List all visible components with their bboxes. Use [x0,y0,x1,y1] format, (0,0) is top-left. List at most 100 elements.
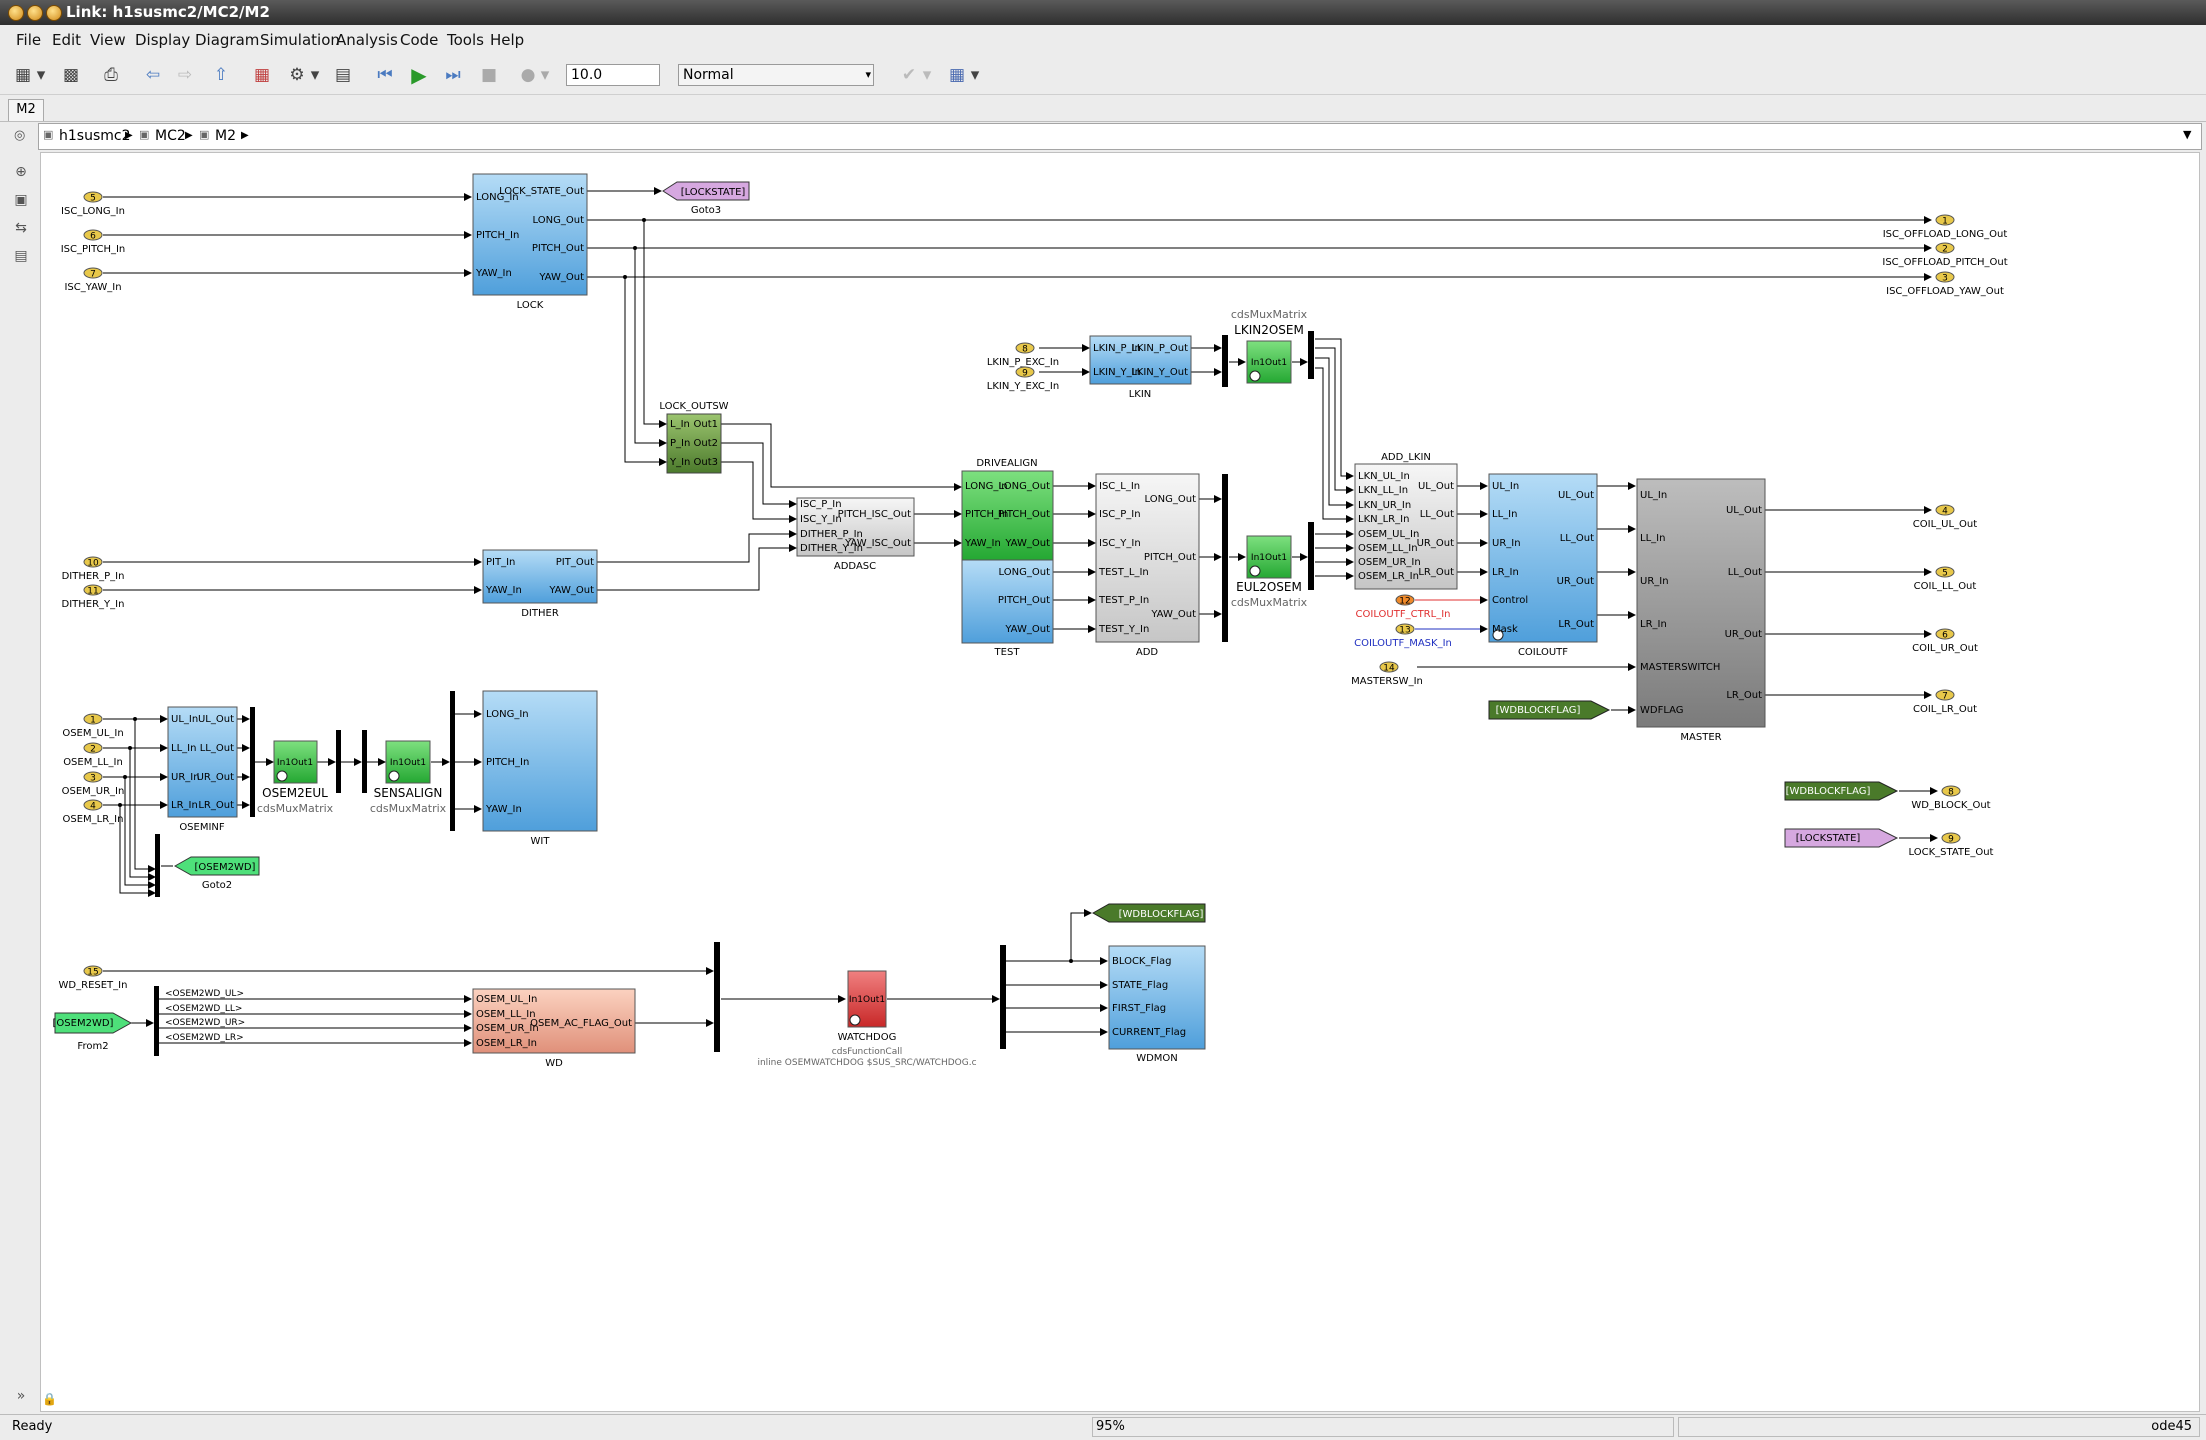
maximize-window-icon[interactable] [46,5,62,21]
menu-file[interactable]: File [16,31,42,49]
inport-7[interactable] [83,713,103,725]
inport-12[interactable] [1395,623,1415,635]
outport-1[interactable] [1935,242,1955,254]
hide-explorer-icon[interactable]: ◎ [14,128,26,143]
print-icon[interactable]: ⎙ [104,65,118,85]
inport-0[interactable] [83,191,103,203]
inport-8[interactable] [83,742,103,754]
block-wdmon[interactable] [1108,945,1206,1050]
outport-0-number: 1 [1942,217,1948,227]
menu-diagram[interactable]: Diagram [195,31,260,49]
tab-m2[interactable]: M2 [8,99,44,121]
inport-6[interactable] [83,584,103,596]
run-icon[interactable]: ▶ [411,63,427,87]
model-explorer-icon[interactable]: ▤ [334,65,352,85]
step-back-icon[interactable]: ⏮ [377,65,393,85]
inport-14[interactable] [83,965,103,977]
block-drivealign[interactable] [961,470,1054,561]
block-addasc[interactable] [796,497,915,557]
settings-gear-icon[interactable]: ⚙ [289,65,305,85]
menu-view[interactable]: View [90,31,126,49]
arrows-icon[interactable]: ⇆ [15,220,27,236]
annotation-icon[interactable]: ▤ [14,248,28,264]
stop-icon[interactable]: ■ [480,65,498,85]
wdblockflag-from-out[interactable] [1784,781,1899,801]
up-arrow-icon[interactable]: ⇧ [213,65,229,85]
chevron-down-icon[interactable]: ▾ [540,65,550,85]
save-icon[interactable]: ▩ [62,65,80,85]
new-model-icon[interactable]: ▦ [14,65,32,85]
outport-5[interactable] [1935,628,1955,640]
menu-edit[interactable]: Edit [52,31,82,49]
step-forward-icon[interactable]: ⏭ [445,65,461,85]
menu-analysis[interactable]: Analysis [336,31,398,49]
outport-8[interactable] [1941,832,1961,844]
block-wit[interactable] [482,690,598,832]
goto2-tag[interactable] [173,856,260,876]
chevron-down-icon[interactable]: ▾ [922,65,932,85]
block-add[interactable] [1095,473,1200,643]
block-coiloutf[interactable] [1488,473,1598,643]
outport-7[interactable] [1941,785,1961,797]
outport-2[interactable] [1935,271,1955,283]
zoom-icon[interactable]: ⊕ [15,164,27,180]
close-window-icon[interactable] [8,5,24,21]
back-arrow-icon[interactable]: ⇦ [145,65,161,85]
block-dither[interactable] [482,549,598,604]
minimize-window-icon[interactable] [27,5,43,21]
fit-view-icon[interactable]: ▣ [14,192,28,208]
menu-code[interactable]: Code [400,31,439,49]
inport-3[interactable] [1015,342,1035,354]
inport-9[interactable] [83,771,103,783]
breadcrumb-item-mc2[interactable]: MC2 [155,128,186,144]
outport-4[interactable] [1935,566,1955,578]
menu-help[interactable]: Help [490,31,525,49]
inport-5[interactable] [83,556,103,568]
inport-4[interactable] [1015,366,1035,378]
wdblockflag-from-master[interactable] [1488,700,1611,720]
outport-0[interactable] [1935,214,1955,226]
stop-time-input[interactable]: 10.0 [566,64,660,86]
inport-10[interactable] [83,799,103,811]
outport-6[interactable] [1935,689,1955,701]
grid-icon[interactable]: ▦ [948,65,966,85]
simulation-mode-select[interactable]: Normal ▾ [678,64,874,86]
menu-display[interactable]: Display [135,31,191,49]
outport-3[interactable] [1935,504,1955,516]
from2-tag[interactable] [54,1012,133,1034]
inport-2[interactable] [83,267,103,279]
record-icon[interactable]: ● [520,65,536,85]
block-test[interactable] [961,559,1054,644]
block-lkin[interactable] [1089,335,1192,385]
block-diagram[interactable]: 5ISC_LONG_In6ISC_PITCH_In7ISC_YAW_In8LKI… [41,153,2199,1411]
library-browser-icon[interactable]: ▦ [253,65,271,85]
chevron-down-icon[interactable]: ▾ [310,65,320,85]
goto3-tag[interactable] [662,181,750,201]
breadcrumb-item-m2[interactable]: M2 [215,128,236,144]
chevron-down-icon[interactable]: ▾ [36,65,46,85]
block-lock[interactable] [472,173,588,296]
block-wd[interactable] [472,988,636,1054]
chevron-down-icon[interactable]: ▼ [2183,128,2192,141]
inport-13[interactable] [1379,661,1399,673]
port-label: UR_In [1492,538,1521,549]
check-icon[interactable]: ✔ [901,65,917,85]
block-oseminf[interactable] [167,706,238,818]
inport-11[interactable] [1395,594,1415,606]
chevron-down-icon[interactable]: ▾ [970,65,980,85]
block-lock-outsw[interactable] [666,413,722,474]
port-label: LL_In [1492,509,1517,520]
breadcrumb-item-h1susmc2[interactable]: h1susmc2 [59,128,131,144]
menu-tools[interactable]: Tools [447,31,484,49]
expand-icon[interactable]: » [16,1388,26,1404]
block-add-lkin[interactable] [1354,463,1458,590]
lock-icon[interactable]: 🔒 [42,1392,57,1406]
outport-label: ISC_OFFLOAD_LONG_Out [1883,229,2008,240]
block-master[interactable] [1636,478,1766,728]
wdblockflag-goto[interactable] [1091,903,1206,923]
forward-arrow-icon[interactable]: ⇨ [177,65,193,85]
inport-1[interactable] [83,229,103,241]
lockstate-from[interactable] [1784,828,1899,848]
menu-simulation[interactable]: Simulation [260,31,340,49]
